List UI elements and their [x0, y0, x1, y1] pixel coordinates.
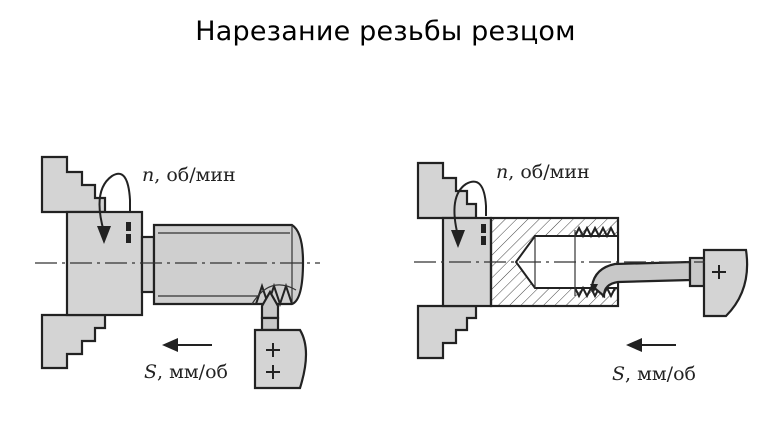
- feed-label: S, мм/об: [144, 361, 228, 383]
- external-threading-scheme: [35, 155, 320, 390]
- rotation-unit: , об/мин: [154, 164, 236, 186]
- thread-profile: [574, 285, 616, 299]
- feed-arrow-icon: [626, 338, 676, 352]
- plus-icon: [266, 343, 280, 357]
- rotation-unit: , об/мин: [508, 161, 590, 183]
- rotation-label: n, об/мин: [496, 161, 590, 183]
- chuck-jaw-lower: [40, 313, 107, 370]
- feed-symbol: S: [612, 363, 626, 385]
- rotation-arrow-icon: [98, 172, 131, 233]
- feed-arrow-icon: [162, 338, 212, 352]
- feed-unit: , мм/об: [157, 361, 228, 383]
- feed-symbol: S: [144, 361, 158, 383]
- rotation-arrow-icon: [453, 180, 487, 237]
- internal-threading-scheme: [414, 161, 749, 360]
- chuck-jaw-upper: [40, 155, 107, 214]
- rotation-symbol: n: [496, 161, 509, 183]
- workpiece-neck: [140, 235, 156, 294]
- rotation-symbol: n: [142, 164, 155, 186]
- chuck-jaw-upper: [416, 161, 478, 220]
- thread-profile: [574, 225, 616, 239]
- plus-icon: [266, 365, 280, 379]
- cutting-tool: [253, 289, 308, 390]
- chuck-jaw-lower: [416, 304, 478, 360]
- plus-icon: [712, 265, 726, 279]
- workpiece: [152, 223, 305, 306]
- page-title: Нарезание резьбы резцом: [195, 16, 576, 47]
- feed-label: S, мм/об: [612, 363, 696, 385]
- cutting-tool: [590, 248, 749, 318]
- rotation-label: n, об/мин: [142, 164, 236, 186]
- feed-unit: , мм/об: [625, 363, 696, 385]
